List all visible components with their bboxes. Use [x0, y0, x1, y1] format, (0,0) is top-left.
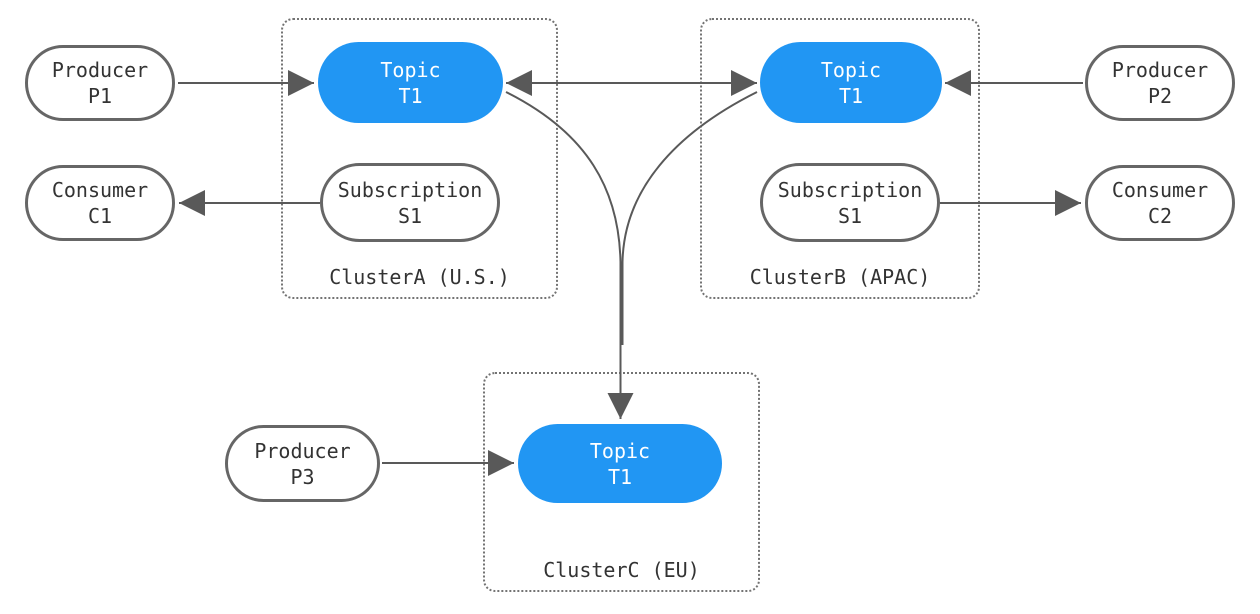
producer-p2-line2: P2 — [1147, 84, 1173, 108]
cluster-c-label: ClusterC (EU) — [543, 558, 700, 582]
topic-t1-cluster-b-node: Topic T1 — [760, 42, 942, 123]
consumer-c1-node: Consumer C1 — [25, 165, 175, 241]
cluster-a-label: ClusterA (U.S.) — [329, 265, 510, 289]
consumer-c1-line2: C1 — [87, 204, 113, 228]
cluster-c-box: ClusterC (EU) — [483, 372, 760, 592]
producer-p2-line1: Producer — [1111, 58, 1209, 82]
producer-p1-line2: P1 — [87, 84, 113, 108]
subscription-s1-cluster-a-node: Subscription S1 — [320, 163, 500, 242]
topic-b-line1: Topic — [820, 57, 882, 82]
topic-a-line2: T1 — [398, 83, 423, 108]
consumer-c1-line1: Consumer — [51, 178, 149, 202]
topic-b-line2: T1 — [838, 83, 864, 108]
topic-c-line1: Topic — [589, 438, 651, 463]
producer-p3-line1: Producer — [254, 438, 351, 463]
producer-p2-node: Producer P2 — [1085, 45, 1235, 121]
producer-p1-node: Producer P1 — [25, 45, 175, 121]
consumer-c2-line1: Consumer — [1111, 178, 1209, 202]
subscription-b-line2: S1 — [837, 203, 863, 228]
topic-t1-cluster-a-node: Topic T1 — [318, 42, 503, 123]
edge-topic-b-to-topic-c — [621, 91, 758, 345]
producer-p3-line2: P3 — [290, 464, 315, 489]
subscription-s1-cluster-b-node: Subscription S1 — [760, 163, 940, 242]
subscription-a-line2: S1 — [397, 203, 423, 228]
cluster-b-box: ClusterB (APAC) — [700, 18, 980, 299]
edge-topic-a-to-topic-c — [505, 91, 634, 419]
consumer-c2-line2: C2 — [1147, 204, 1173, 228]
topic-c-line2: T1 — [607, 464, 633, 489]
cluster-a-box: ClusterA (U.S.) — [281, 18, 558, 299]
topic-a-line1: Topic — [380, 57, 441, 82]
subscription-b-line1: Subscription — [777, 177, 923, 202]
subscription-a-line1: Subscription — [337, 177, 483, 202]
producer-p3-node: Producer P3 — [225, 425, 380, 502]
producer-p1-line1: Producer — [51, 58, 149, 82]
consumer-c2-node: Consumer C2 — [1085, 165, 1235, 241]
cluster-b-label: ClusterB (APAC) — [749, 265, 931, 289]
topic-t1-cluster-c-node: Topic T1 — [518, 424, 722, 503]
